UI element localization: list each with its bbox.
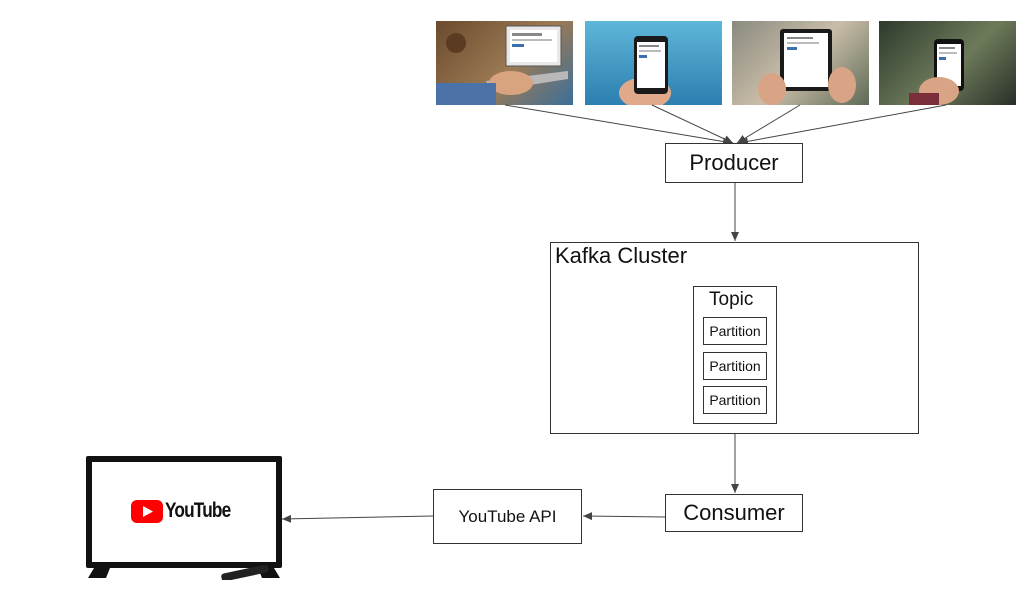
producer-node: Producer [665, 143, 803, 183]
youtube-logo: YouTube [131, 499, 245, 523]
youtube-logo-text: YouTube [165, 499, 231, 522]
phone-photo [585, 21, 722, 105]
topic-box: Topic Partition Partition Partition [693, 286, 777, 424]
tablet-illustration [758, 29, 856, 105]
arrow-phone2-to-producer [738, 104, 947, 146]
youtube-play-icon [131, 499, 163, 523]
youtube-api-node: YouTube API [433, 489, 582, 544]
partition-box: Partition [703, 317, 767, 345]
phone-illustration [909, 39, 964, 105]
partition-label: Partition [709, 323, 761, 339]
consumer-node: Consumer [665, 494, 803, 532]
arrow-tablet-to-producer [736, 104, 801, 144]
phone-photo [879, 21, 1016, 105]
kafka-cluster: Kafka Cluster Topic Partition Partition … [550, 242, 919, 434]
cluster-title: Kafka Cluster [555, 243, 688, 268]
arrow-api-to-tv [281, 514, 434, 523]
arrow-phone-to-producer [651, 104, 734, 144]
arrow-consumer-to-api [582, 512, 667, 521]
partition-box: Partition [703, 386, 767, 414]
tv-icon [86, 456, 282, 580]
arrow-laptop-to-producer [504, 104, 733, 146]
partition-label: Partition [709, 358, 761, 374]
tablet-photo [732, 21, 869, 105]
youtube-api-label: YouTube API [458, 506, 557, 526]
partition-label: Partition [709, 392, 761, 408]
laptop-photo [436, 21, 573, 105]
tv-set: YouTube [86, 456, 282, 580]
partition-box: Partition [703, 352, 767, 380]
consumer-label: Consumer [683, 500, 785, 525]
laptop-illustration [436, 25, 568, 105]
topic-title: Topic [709, 289, 754, 310]
phone-illustration [619, 36, 671, 105]
producer-label: Producer [689, 150, 779, 175]
